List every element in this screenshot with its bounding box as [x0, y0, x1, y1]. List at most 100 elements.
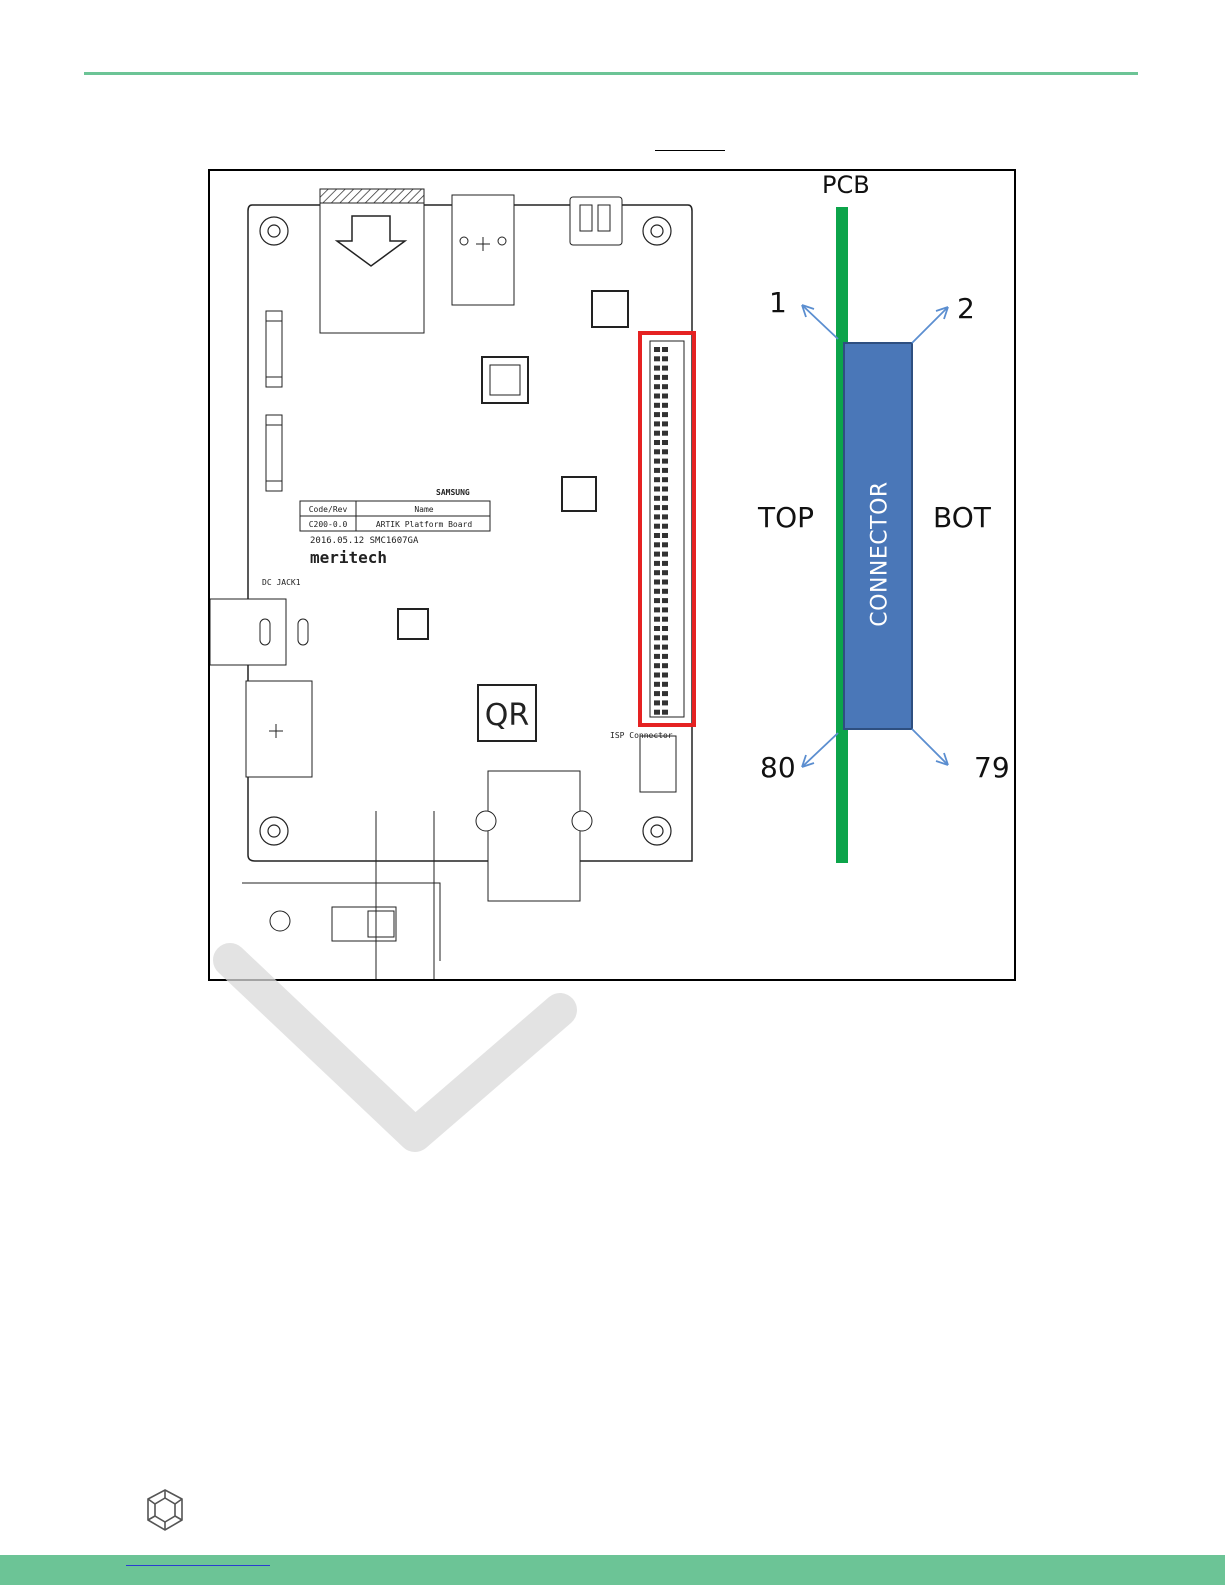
board-text-maker: meritech: [310, 548, 387, 567]
connector-pin-pad: [654, 477, 660, 482]
connector-pin-pad: [654, 673, 660, 678]
connector-pin-pad: [662, 645, 668, 650]
connector-pin-pad: [662, 440, 668, 445]
board-text-board-name: ARTIK Platform Board: [376, 520, 473, 529]
connector-figure: Name Code/Rev ARTIK Platform Board C200-…: [208, 169, 1016, 981]
connector-pin-pad: [662, 635, 668, 640]
connector-pin-pad: [654, 598, 660, 603]
connector-pin-pad: [662, 673, 668, 678]
connector-pin-pad: [654, 505, 660, 510]
connector-pin-pad: [654, 617, 660, 622]
connector-pin-pad: [654, 384, 660, 389]
connector-pin-pad: [662, 626, 668, 631]
connector-pin-pad: [654, 431, 660, 436]
connector-pin-pad: [654, 514, 660, 519]
connector-pin-pad: [662, 552, 668, 557]
connector-pin-pad: [662, 524, 668, 529]
board-text-qr: QR: [485, 698, 529, 733]
connector-pin-pad: [662, 421, 668, 426]
connector-pin-pad: [662, 607, 668, 612]
connector-pin-pad: [662, 431, 668, 436]
bot-label: BOT: [933, 504, 991, 532]
connector-pin-pad: [662, 654, 668, 659]
connector-pin-pad: [654, 468, 660, 473]
connector-pin-pad: [654, 496, 660, 501]
connector-pin-pad: [654, 459, 660, 464]
board-text-brand: SAMSUNG: [436, 488, 470, 497]
connector-pin-pad: [662, 412, 668, 417]
connector-pin-pad: [654, 645, 660, 650]
header-rule: [84, 72, 1138, 75]
connector-pin-pad: [662, 598, 668, 603]
connector-pin-pad: [654, 654, 660, 659]
connector-pin-pad: [662, 449, 668, 454]
connector-pin-pad: [662, 663, 668, 668]
connector-pin-pad: [654, 607, 660, 612]
connector-pin-pad: [654, 589, 660, 594]
connector-pin-pad: [662, 384, 668, 389]
connector-pin-pad: [654, 552, 660, 557]
pin-2-label: 2: [957, 295, 975, 323]
connector-pin-pad: [662, 347, 668, 352]
connector-pin-pad: [662, 514, 668, 519]
connector-pin-pad: [654, 691, 660, 696]
board-text-date: 2016.05.12 SMC1607GA: [310, 536, 419, 546]
footer-bar: [0, 1555, 1225, 1585]
connector-pin-pad: [654, 663, 660, 668]
connector-pin-pad: [654, 561, 660, 566]
connector-pin-pad: [654, 570, 660, 575]
connector-pin-pad: [654, 412, 660, 417]
connector-pin-pad: [662, 487, 668, 492]
connector-pin-pad: [662, 356, 668, 361]
connector-pin-pad: [654, 700, 660, 705]
connector-pin-pad: [654, 682, 660, 687]
connector-pin-pad: [654, 635, 660, 640]
board-text-dc-jack: DC JACK1: [262, 578, 301, 587]
connector-pin-pad: [654, 626, 660, 631]
connector-pin-pad: [662, 505, 668, 510]
pin-1-label: 1: [769, 289, 787, 317]
connector-pin-pad: [654, 542, 660, 547]
connector-pin-pad: [662, 496, 668, 501]
connector-pin-pad: [654, 356, 660, 361]
board-text-code-rev: Code/Rev: [309, 505, 348, 514]
connector-pin-pad: [662, 366, 668, 371]
board-drawing: Name Code/Rev ARTIK Platform Board C200-…: [210, 171, 1016, 981]
connector-pin-pad: [654, 440, 660, 445]
connector-pin-pad: [654, 580, 660, 585]
connector-pin-pad: [662, 375, 668, 380]
pcb-label: PCB: [822, 173, 870, 197]
hexagon-logo-icon: [145, 1488, 185, 1532]
board-text-name: Name: [414, 505, 433, 514]
connector-pin-pad: [662, 570, 668, 575]
connector-pin-pad: [654, 487, 660, 492]
connector-pin-pad: [654, 533, 660, 538]
connector-pin-pad: [654, 524, 660, 529]
pin-79-label: 79: [974, 754, 1010, 782]
connector-pin-pad: [662, 561, 668, 566]
connector-pin-pad: [654, 421, 660, 426]
top-label: TOP: [758, 504, 814, 532]
connector-pin-pad: [654, 710, 660, 715]
connector-pin-pad: [662, 533, 668, 538]
connector-pin-pad: [654, 375, 660, 380]
connector-pin-pad: [662, 477, 668, 482]
connector-pin-pad: [662, 459, 668, 464]
connector-pin-pad: [662, 682, 668, 687]
connector-pin-pad: [662, 617, 668, 622]
connector-pin-pad: [654, 366, 660, 371]
connector-pin-pad: [662, 468, 668, 473]
footer-link-underline: [126, 1565, 270, 1566]
pin-80-label: 80: [760, 754, 796, 782]
board-text-revision: C200-0.0: [309, 520, 348, 529]
connector-pin-pad: [662, 589, 668, 594]
connector-pin-pad: [654, 403, 660, 408]
connector-pin-pad: [662, 580, 668, 585]
connector-pin-pad: [662, 394, 668, 399]
connector-pin-pad: [654, 347, 660, 352]
title-underline: [655, 150, 725, 151]
connector-pin-pad: [662, 542, 668, 547]
connector-pin-pad: [662, 700, 668, 705]
connector-pin-pad: [654, 394, 660, 399]
connector-pin-pad: [654, 449, 660, 454]
